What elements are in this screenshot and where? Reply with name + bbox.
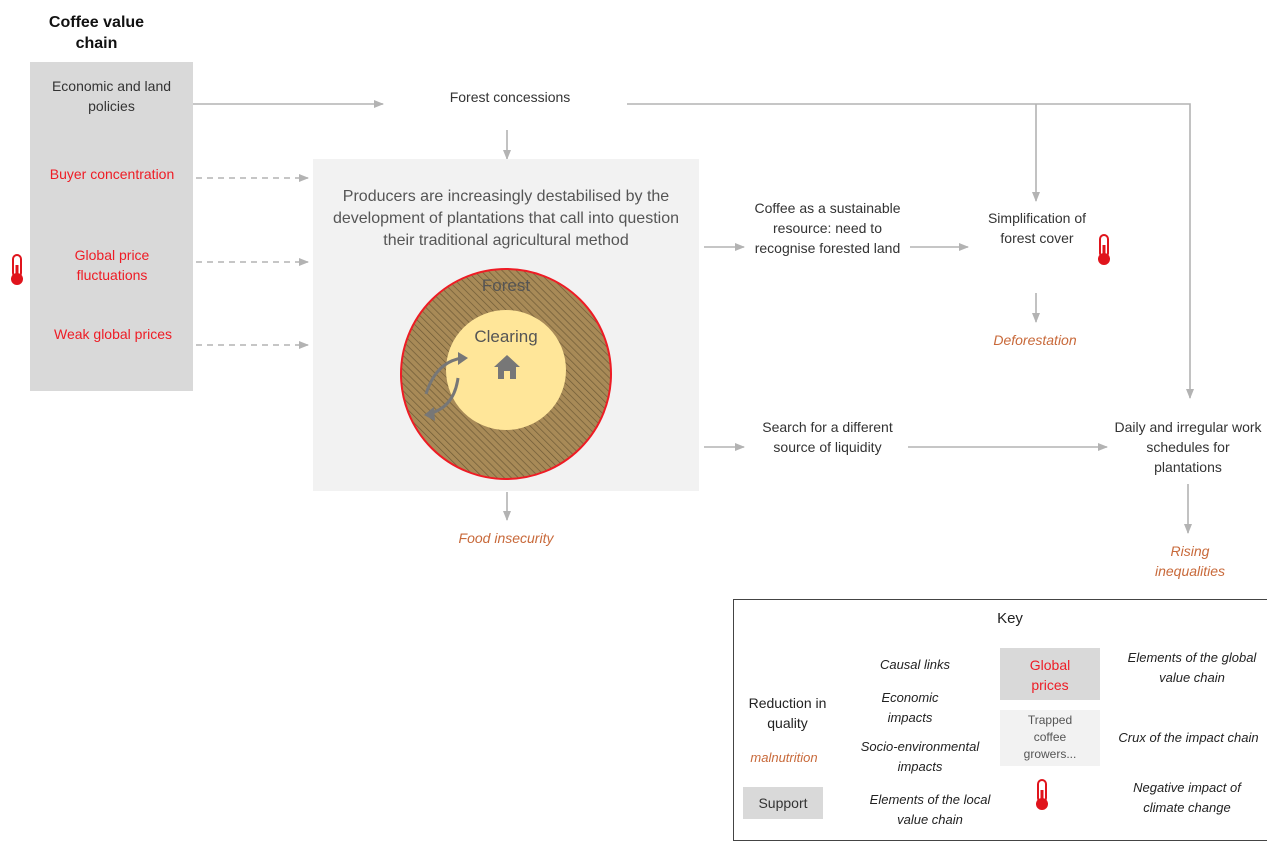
key-support: Support — [758, 795, 808, 811]
line-concessions-right — [627, 103, 1194, 399]
key-global-prices: Global prices — [1029, 657, 1071, 693]
key-causal-links: Causal links — [879, 657, 951, 672]
clearing-label: Clearing — [474, 327, 538, 346]
buyer-concentration-label: Buyer concentration — [49, 166, 175, 182]
house-icon — [494, 355, 520, 379]
price-fluctuations-label: Global price fluctuations — [74, 247, 150, 283]
key-negative-climate: Negative impact of climate change — [1133, 780, 1241, 815]
deforestation-node: Deforestation — [993, 332, 1077, 348]
key-title: Key — [997, 610, 1023, 627]
global-chain-panel — [30, 62, 193, 391]
search-liquidity-node: Search for a different source of liquidi… — [762, 419, 893, 455]
key-socio-env: Socio-environmental impacts — [860, 739, 980, 774]
coffee-sustainable-node: Coffee as a sustainable resource: need t… — [754, 200, 901, 256]
forest-concessions-node: Forest concessions — [449, 89, 571, 105]
key-crux: Crux of the impact chain — [1118, 730, 1259, 745]
key-local-chain: Elements of the local value chain — [869, 792, 991, 827]
simplification-node: Simplification of forest cover — [987, 210, 1087, 246]
thermometer-icon — [11, 254, 23, 285]
policies-label: Economic and land policies — [51, 78, 172, 114]
forest-clearing-diagram — [400, 268, 612, 480]
key-support-box — [743, 787, 823, 819]
thermometer-icon — [1036, 779, 1048, 810]
key-trapped: Trapped coffee growers... — [1023, 713, 1077, 761]
key-global-chain: Elements of the global value chain — [1127, 650, 1257, 685]
forest-label: Forest — [481, 276, 531, 295]
key-trapped-box — [1000, 710, 1100, 766]
key-economic-impacts: Economic impacts — [881, 690, 939, 725]
key-reduction: Reduction in quality — [748, 695, 827, 731]
chain-title: Coffee value chain — [48, 14, 145, 52]
daily-work-node: Daily and irregular work schedules for p… — [1114, 419, 1262, 475]
key-global-prices-box — [1000, 648, 1100, 700]
food-insecurity-node: Food insecurity — [458, 530, 554, 546]
crux-text: Producers are increasingly destabilised … — [332, 188, 679, 249]
weak-prices-label: Weak global prices — [53, 326, 173, 342]
key-malnutrition: malnutrition — [750, 750, 818, 765]
thermometer-icon — [1098, 234, 1110, 265]
rising-inequalities-node: Rising inequalities — [1154, 543, 1226, 579]
